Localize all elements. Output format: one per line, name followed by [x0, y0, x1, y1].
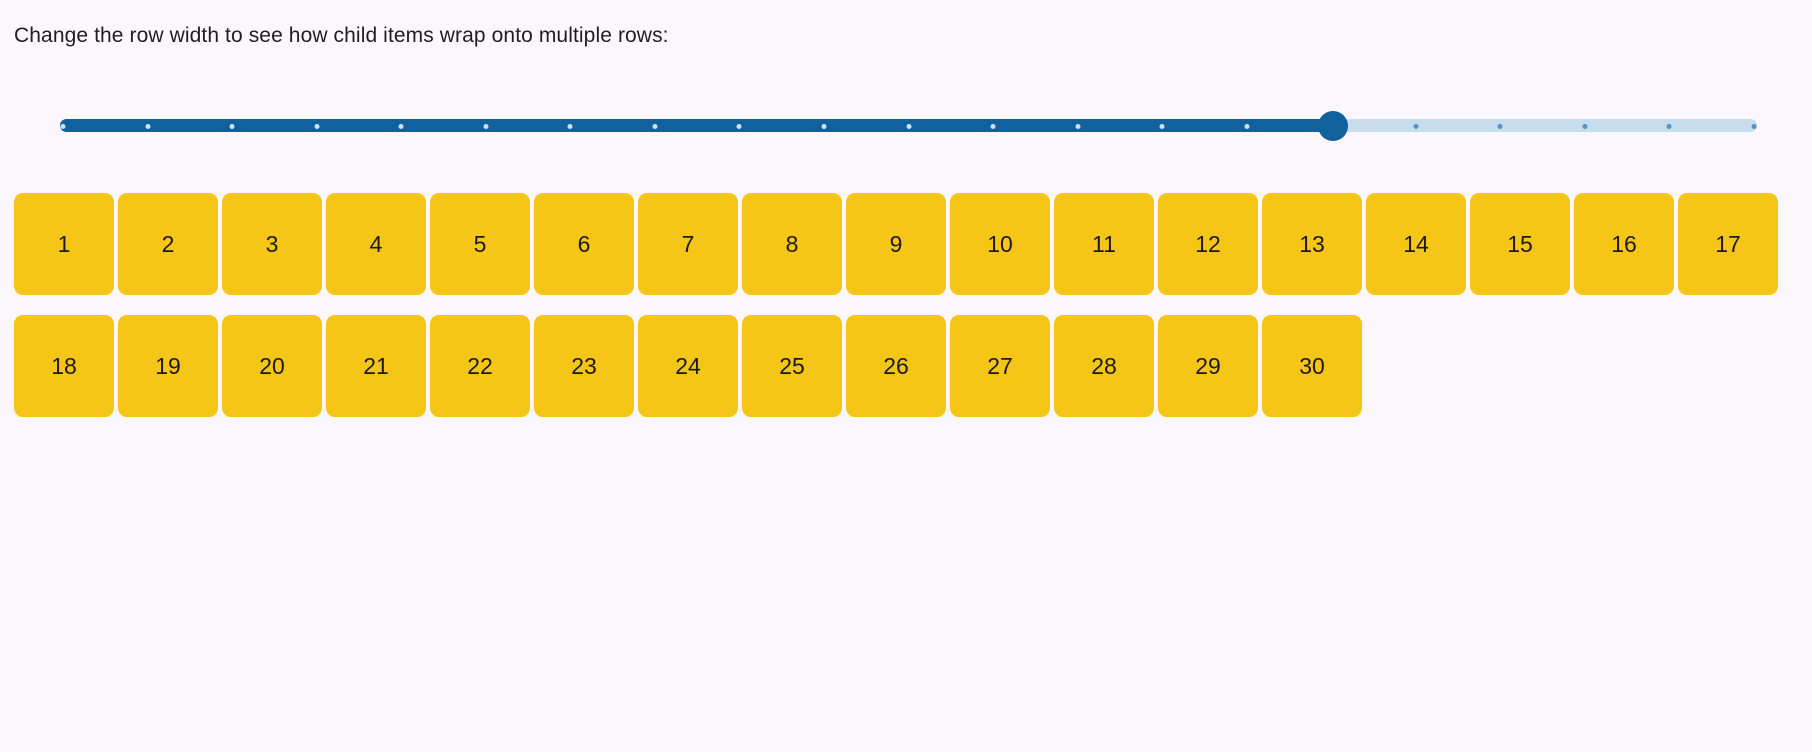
slider-tick: [652, 123, 658, 129]
grid-item: 16: [1574, 193, 1674, 295]
grid-item: 26: [846, 315, 946, 417]
grid-item: 28: [1054, 315, 1154, 417]
grid-item: 6: [534, 193, 634, 295]
grid-item: 19: [118, 315, 218, 417]
grid-item: 29: [1158, 315, 1258, 417]
slider-tick: [736, 123, 742, 129]
grid-item: 14: [1366, 193, 1466, 295]
grid-item: 13: [1262, 193, 1362, 295]
slider-tick: [567, 123, 573, 129]
grid-item: 7: [638, 193, 738, 295]
grid-item: 8: [742, 193, 842, 295]
slider-tick: [1413, 123, 1419, 129]
grid-item: 21: [326, 315, 426, 417]
grid-item: 15: [1470, 193, 1570, 295]
slider-tick: [229, 123, 235, 129]
slider-tick: [145, 123, 151, 129]
slider-tick: [60, 123, 66, 129]
grid-item: 30: [1262, 315, 1362, 417]
grid-item: 12: [1158, 193, 1258, 295]
slider-tick: [1582, 123, 1588, 129]
slider-tick: [314, 123, 320, 129]
slider-tick: [906, 123, 911, 129]
slider-tick: [1159, 123, 1165, 129]
grid-item: 3: [222, 193, 322, 295]
slider-tick: [1751, 123, 1757, 129]
slider-tick: [1497, 123, 1503, 129]
grid-item: 25: [742, 315, 842, 417]
grid-item: 2: [118, 193, 218, 295]
slider-tick: [821, 123, 827, 129]
slider-tick: [398, 123, 404, 129]
grid-item: 1: [14, 193, 114, 295]
grid-item: 9: [846, 193, 946, 295]
grid-item: 10: [950, 193, 1050, 295]
grid-item: 17: [1678, 193, 1778, 295]
slider-fill: [60, 119, 1333, 132]
grid-item: 20: [222, 315, 322, 417]
grid-item: 24: [638, 315, 738, 417]
slider-tick: [1244, 123, 1250, 129]
slider-thumb[interactable]: [1317, 110, 1348, 141]
row-width-slider[interactable]: [60, 104, 1757, 148]
slider-tick: [990, 123, 996, 129]
grid-item: 23: [534, 315, 634, 417]
grid-item: 4: [326, 193, 426, 295]
slider-tick: [483, 123, 489, 129]
grid-item: 22: [430, 315, 530, 417]
slider-tick: [1075, 123, 1081, 129]
grid-item: 11: [1054, 193, 1154, 295]
grid-item: 27: [950, 315, 1050, 417]
grid-item: 18: [14, 315, 114, 417]
slider-tick: [1666, 123, 1672, 129]
instruction-text: Change the row width to see how child it…: [14, 24, 669, 47]
grid-item: 5: [430, 193, 530, 295]
